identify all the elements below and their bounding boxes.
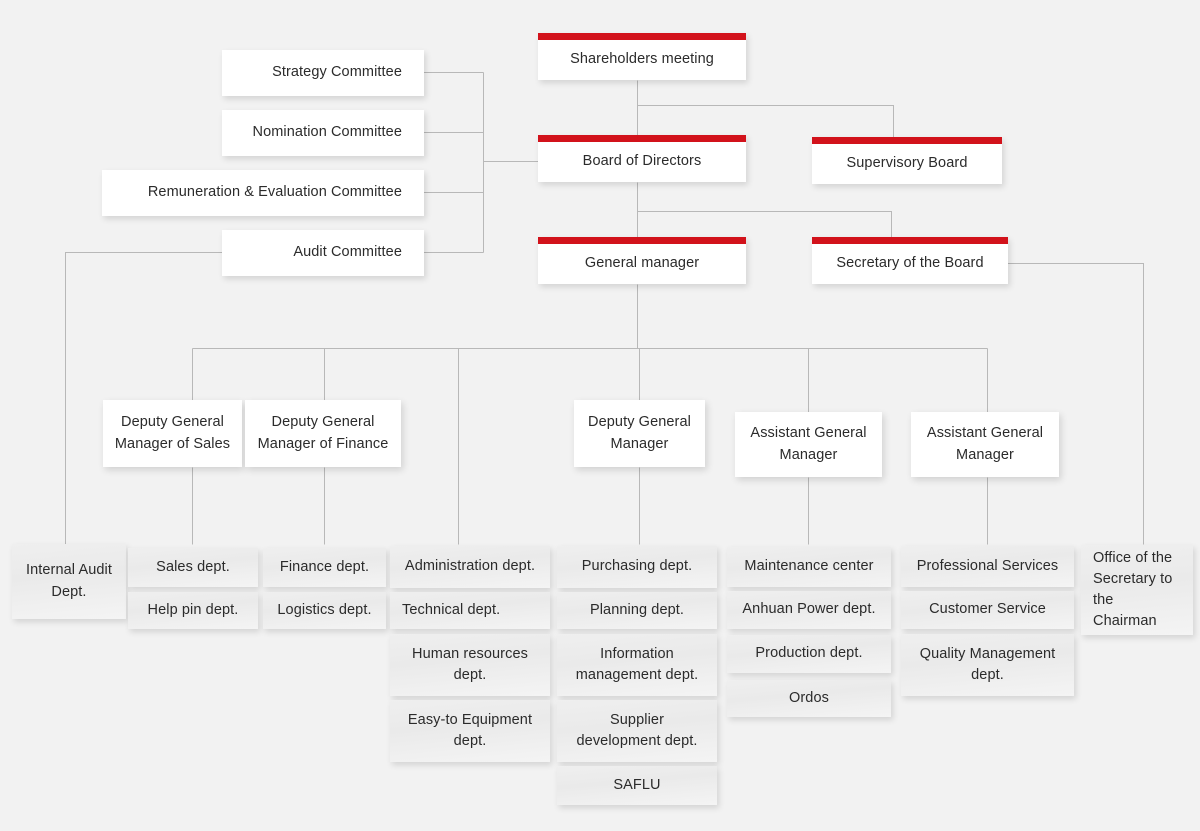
node-nomination-committee[interactable]: Nomination Committee <box>222 110 424 156</box>
node-general-manager[interactable]: General manager <box>538 237 746 284</box>
node-supplier-development-dept[interactable]: Supplier development dept. <box>557 700 717 762</box>
node-label: Planning dept. <box>589 601 685 618</box>
node-anhuan-power-dept[interactable]: Anhuan Power dept. <box>727 591 891 629</box>
node-assistant-general-manager-1[interactable]: Assistant General Manager <box>735 412 882 477</box>
node-assistant-general-manager-2[interactable]: Assistant General Manager <box>911 412 1059 477</box>
node-audit-committee[interactable]: Audit Committee <box>222 230 424 276</box>
node-label: Strategy Committee <box>272 64 402 81</box>
node-sales-dept[interactable]: Sales dept. <box>128 548 258 587</box>
node-saflu[interactable]: SAFLU <box>557 766 717 805</box>
node-label: Audit Committee <box>293 244 402 261</box>
node-label: Anhuan Power dept. <box>742 601 876 618</box>
node-planning-dept[interactable]: Planning dept. <box>557 592 717 629</box>
node-label: Logistics dept. <box>277 601 372 618</box>
node-label: General manager <box>584 255 700 272</box>
node-strategy-committee[interactable]: Strategy Committee <box>222 50 424 96</box>
node-label: Supervisory Board <box>846 155 968 172</box>
node-label: Deputy General Manager of Sales <box>114 414 231 452</box>
node-professional-services[interactable]: Professional Services <box>901 546 1074 587</box>
node-label: Easy-to Equipment dept. <box>407 711 533 749</box>
node-label: Ordos <box>789 689 829 706</box>
node-label: Remuneration & Evaluation Committee <box>147 184 402 201</box>
node-secretary-of-the-board[interactable]: Secretary of the Board <box>812 237 1008 284</box>
node-label: Internal Audit Dept. <box>25 562 113 600</box>
node-help-pin-dept[interactable]: Help pin dept. <box>128 592 258 629</box>
node-label: Information management dept. <box>575 645 699 683</box>
node-label: Quality Management dept. <box>919 645 1056 683</box>
node-deputy-general-manager-of-sales[interactable]: Deputy General Manager of Sales <box>103 400 242 467</box>
node-quality-management-dept[interactable]: Quality Management dept. <box>901 634 1074 696</box>
node-label: SAFLU <box>613 776 661 793</box>
node-office-of-the-secretary-to-the-chairman[interactable]: Office of the Secretary to the Chairman <box>1081 545 1193 635</box>
node-label: Administration dept. <box>404 558 536 575</box>
node-label: Customer Service <box>929 601 1046 618</box>
node-label: Deputy General Manager <box>588 414 691 452</box>
node-label: Assistant General Manager <box>926 425 1044 463</box>
node-label: Human resources dept. <box>412 645 528 683</box>
node-customer-service[interactable]: Customer Service <box>901 591 1074 629</box>
node-internal-audit-dept[interactable]: Internal Audit Dept. <box>12 544 126 619</box>
node-label: Production dept. <box>755 645 863 662</box>
node-label: Office of the Secretary to the Chairman <box>1093 549 1173 630</box>
node-logistics-dept[interactable]: Logistics dept. <box>263 592 386 629</box>
node-label: Sales dept. <box>156 558 230 575</box>
node-supervisory-board[interactable]: Supervisory Board <box>812 137 1002 184</box>
node-administration-dept[interactable]: Administration dept. <box>390 546 550 588</box>
node-label: Shareholders meeting <box>570 51 714 68</box>
node-remuneration-evaluation-committee[interactable]: Remuneration & Evaluation Committee <box>102 170 424 216</box>
node-label: Technical dept. <box>402 601 501 618</box>
node-label: Help pin dept. <box>147 601 239 618</box>
node-deputy-general-manager[interactable]: Deputy General Manager <box>574 400 705 467</box>
node-label: Nomination Committee <box>252 124 402 141</box>
node-label: Deputy General Manager of Finance <box>257 414 389 452</box>
node-board-of-directors[interactable]: Board of Directors <box>538 135 746 182</box>
node-human-resources-dept[interactable]: Human resources dept. <box>390 634 550 696</box>
node-deputy-general-manager-of-finance[interactable]: Deputy General Manager of Finance <box>245 400 401 467</box>
node-ordos[interactable]: Ordos <box>727 680 891 717</box>
node-production-dept[interactable]: Production dept. <box>727 635 891 673</box>
node-finance-dept[interactable]: Finance dept. <box>263 548 386 587</box>
node-shareholders-meeting[interactable]: Shareholders meeting <box>538 33 746 80</box>
node-label: Maintenance center <box>744 558 874 575</box>
node-easy-to-equipment-dept[interactable]: Easy-to Equipment dept. <box>390 700 550 762</box>
node-label: Assistant General Manager <box>750 425 867 463</box>
node-label: Professional Services <box>916 557 1059 574</box>
node-label: Purchasing dept. <box>581 558 693 575</box>
node-label: Secretary of the Board <box>836 255 984 272</box>
node-information-management-dept[interactable]: Information management dept. <box>557 634 717 696</box>
node-purchasing-dept[interactable]: Purchasing dept. <box>557 546 717 588</box>
node-maintenance-center[interactable]: Maintenance center <box>727 547 891 587</box>
node-label: Finance dept. <box>279 558 370 575</box>
node-label: Board of Directors <box>582 153 702 170</box>
node-label: Supplier development dept. <box>576 711 698 749</box>
node-technical-dept[interactable]: Technical dept. <box>390 592 550 629</box>
